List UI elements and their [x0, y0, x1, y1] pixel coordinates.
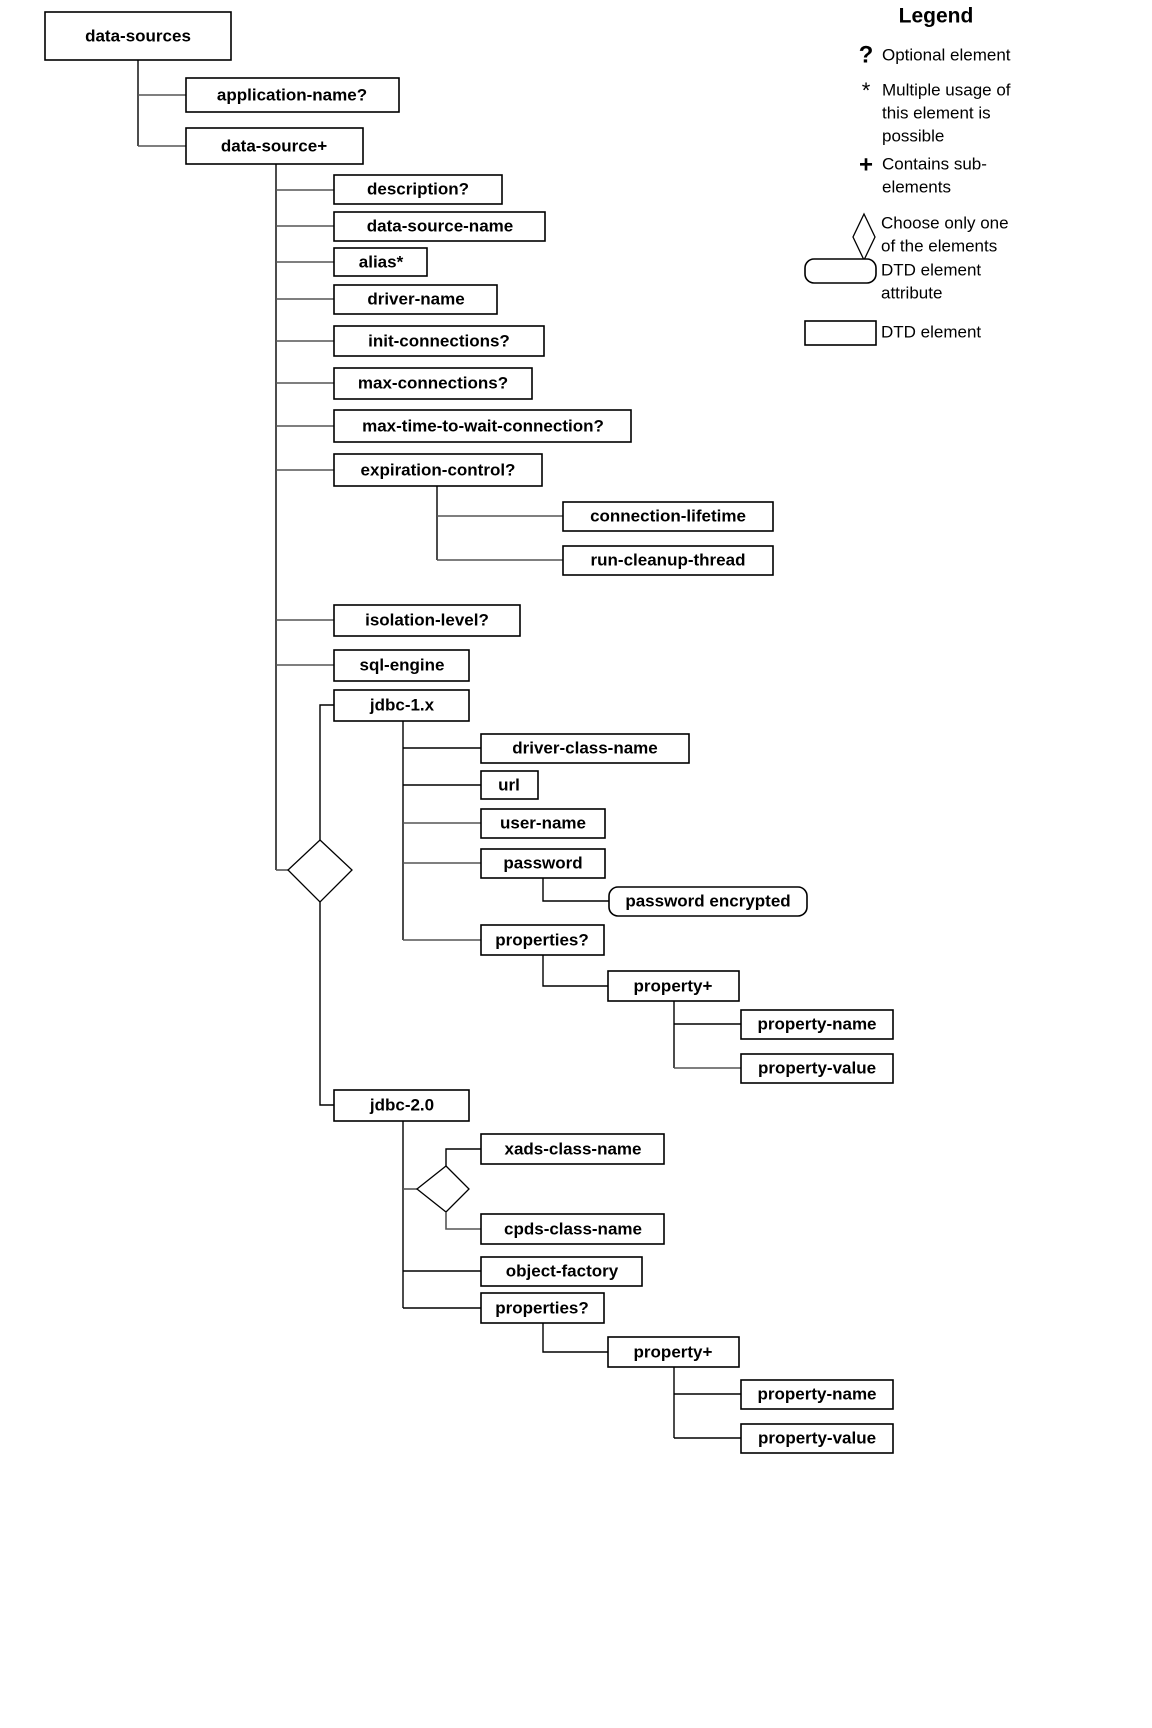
node-alias[interactable]: alias*	[333, 247, 428, 277]
legend: Legend ? Optional element * Multiple usa…	[804, 5, 1011, 346]
node-driver-class-name[interactable]: driver-class-name	[480, 733, 690, 764]
node-data-source-name[interactable]: data-source-name	[333, 211, 546, 242]
node-label: property-value	[758, 1058, 876, 1077]
legend-item-label-4b: attribute	[881, 283, 942, 302]
node-user-name[interactable]: user-name	[480, 808, 606, 839]
node-label: data-sources	[85, 26, 191, 45]
node-label: expiration-control?	[361, 460, 516, 479]
edge-diamond-to-jdbc20	[319, 902, 334, 1106]
node-label: application-name?	[217, 85, 367, 104]
node-run-cleanup-thread[interactable]: run-cleanup-thread	[562, 545, 774, 576]
node-label: password encrypted	[625, 891, 790, 910]
node-label: property+	[634, 976, 713, 995]
legend-item-label-2b: elements	[882, 177, 951, 196]
edge-to-password-encrypted	[542, 878, 609, 902]
node-max-connections[interactable]: max-connections?	[333, 367, 533, 400]
plus-symbol: +	[859, 151, 873, 178]
node-label: properties?	[495, 930, 589, 949]
node-data-source[interactable]: data-source+	[185, 127, 364, 165]
question-mark-symbol: ?	[859, 41, 874, 68]
edge-diamond-to-jdbc1x	[319, 704, 334, 840]
legend-item-label-3b: of the elements	[881, 236, 997, 255]
node-application-name[interactable]: application-name?	[185, 77, 400, 113]
node-label: driver-name	[367, 289, 464, 308]
node-properties-1[interactable]: properties?	[480, 924, 605, 956]
node-label: object-factory	[506, 1261, 619, 1280]
node-property-name-2[interactable]: property-name	[740, 1379, 894, 1410]
legend-item-label-0: Optional element	[882, 45, 1011, 64]
node-label: property-name	[757, 1384, 876, 1403]
node-xads-class-name[interactable]: xads-class-name	[480, 1133, 665, 1165]
edge-diamond-to-xads	[445, 1148, 481, 1166]
edge-properties1-to-property1	[542, 955, 608, 987]
node-object-factory[interactable]: object-factory	[480, 1256, 643, 1287]
node-jdbc-20[interactable]: jdbc-2.0	[333, 1089, 470, 1122]
legend-rect-icon	[804, 320, 877, 346]
node-label: connection-lifetime	[590, 506, 746, 525]
node-sql-engine[interactable]: sql-engine	[333, 649, 470, 682]
node-label: cpds-class-name	[504, 1219, 642, 1238]
node-property-value-1[interactable]: property-value	[740, 1053, 894, 1084]
node-label: jdbc-1.x	[369, 695, 435, 714]
edge-diamond-to-cpds	[445, 1212, 481, 1230]
node-property-1[interactable]: property+	[607, 970, 740, 1002]
node-label: init-connections?	[368, 331, 510, 350]
node-label: properties?	[495, 1298, 589, 1317]
legend-rounded-rect-icon	[804, 258, 877, 284]
node-password[interactable]: password	[480, 848, 606, 879]
node-init-connections[interactable]: init-connections?	[333, 325, 545, 357]
node-properties-2[interactable]: properties?	[480, 1292, 605, 1324]
node-label: jdbc-2.0	[369, 1095, 434, 1114]
node-label: alias*	[359, 252, 404, 271]
node-label: property+	[634, 1342, 713, 1361]
node-label: isolation-level?	[365, 610, 489, 629]
connector-layer	[137, 60, 741, 1439]
legend-item-label-4a: DTD element	[881, 260, 981, 279]
node-label: max-connections?	[358, 373, 508, 392]
node-description[interactable]: description?	[333, 174, 503, 205]
node-label: password	[503, 853, 582, 872]
legend-item-label-1a: Multiple usage of	[882, 80, 1011, 99]
node-layer: data-sources application-name? data-sour…	[44, 11, 894, 1454]
legend-item-label-3a: Choose only one	[881, 213, 1009, 232]
node-label: description?	[367, 179, 469, 198]
node-max-time-to-wait-connection[interactable]: max-time-to-wait-connection?	[333, 409, 632, 443]
node-label: property-name	[757, 1014, 876, 1033]
asterisk-symbol: *	[862, 78, 871, 103]
legend-title: Legend	[899, 5, 974, 28]
legend-item-label-2a: Contains sub-	[882, 154, 987, 173]
node-label: max-time-to-wait-connection?	[362, 416, 604, 435]
class-choice-diamond	[415, 1165, 470, 1213]
node-property-2[interactable]: property+	[607, 1336, 740, 1368]
node-label: run-cleanup-thread	[591, 550, 746, 569]
node-label: data-source+	[221, 136, 327, 155]
node-jdbc-1x[interactable]: jdbc-1.x	[333, 689, 470, 722]
node-label: user-name	[500, 813, 586, 832]
node-connection-lifetime[interactable]: connection-lifetime	[562, 501, 774, 532]
node-label: xads-class-name	[504, 1139, 641, 1158]
node-label: data-source-name	[367, 216, 513, 235]
node-label: url	[498, 775, 520, 794]
legend-item-label-1c: possible	[882, 126, 944, 145]
node-driver-name[interactable]: driver-name	[333, 284, 498, 315]
node-label: property-value	[758, 1428, 876, 1447]
jdbc-choice-diamond	[287, 839, 353, 903]
node-property-name-1[interactable]: property-name	[740, 1009, 894, 1040]
legend-diamond-icon	[852, 212, 876, 262]
node-label: sql-engine	[359, 655, 444, 674]
edge-properties2-to-property2	[542, 1323, 608, 1353]
node-password-encrypted[interactable]: password encrypted	[608, 886, 808, 917]
legend-item-label-1b: this element is	[882, 103, 991, 122]
node-data-sources[interactable]: data-sources	[44, 11, 232, 61]
legend-item-label-5: DTD element	[881, 322, 981, 341]
node-label: driver-class-name	[512, 738, 658, 757]
node-isolation-level[interactable]: isolation-level?	[333, 604, 521, 637]
node-property-value-2[interactable]: property-value	[740, 1423, 894, 1454]
node-url[interactable]: url	[480, 770, 539, 800]
node-expiration-control[interactable]: expiration-control?	[333, 453, 543, 487]
node-cpds-class-name[interactable]: cpds-class-name	[480, 1213, 665, 1245]
